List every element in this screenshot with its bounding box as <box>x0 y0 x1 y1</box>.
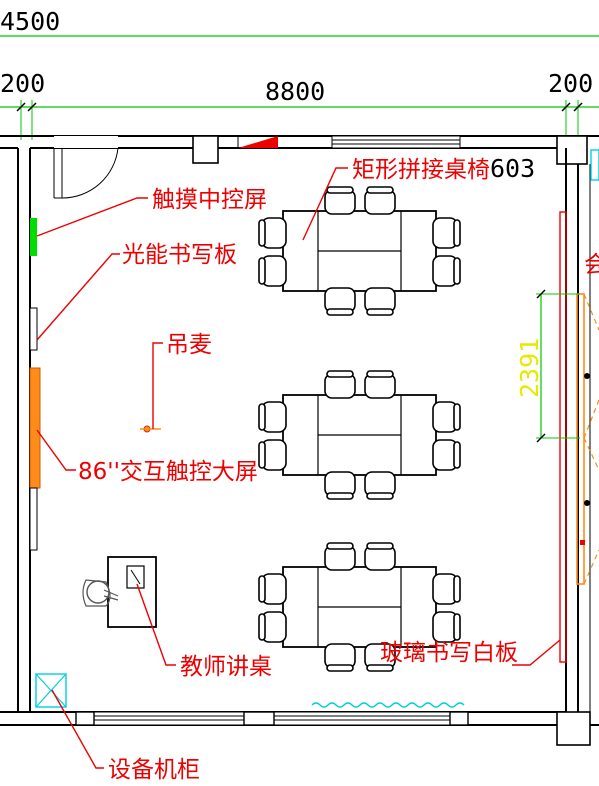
dim-top-total: 4500 <box>0 7 60 36</box>
cyan-mark <box>590 149 599 181</box>
leader-mic <box>152 342 163 429</box>
label-optical-board: 光能书写板 <box>122 242 237 268</box>
touch-panel-mark <box>30 218 37 256</box>
label-edge-char: 会 <box>584 252 599 278</box>
chair-back <box>453 613 461 641</box>
top-window <box>331 135 461 149</box>
leader-teacher-desk <box>136 583 176 666</box>
label-teacher-desk: 教师讲桌 <box>180 654 272 680</box>
chair-back <box>366 542 394 550</box>
chair-back <box>453 257 461 285</box>
label-desk-set: 矩形拼接桌椅 <box>352 157 490 183</box>
chair-back <box>258 257 266 285</box>
swing-dashed <box>583 293 599 585</box>
chair-back <box>258 441 266 469</box>
chair-back <box>366 492 394 500</box>
chair-back <box>258 219 266 247</box>
chair-back <box>326 370 354 378</box>
label-glass-board: 玻璃书写白板 <box>380 640 518 666</box>
bottom-window-right <box>273 711 451 726</box>
chair-back <box>258 575 266 603</box>
door-swing <box>61 147 119 199</box>
label-mic: 吊麦 <box>166 332 212 358</box>
dim-side-room: 603 <box>490 154 535 183</box>
bottom-window-left <box>93 711 245 726</box>
chair-back <box>258 613 266 641</box>
optical-board-mark <box>29 307 38 351</box>
leader-touch-panel <box>36 197 148 237</box>
label-interactive-screen: 86''交互触控大屏 <box>78 459 258 485</box>
interactive-screen-mark <box>29 367 41 489</box>
chair-back <box>453 219 461 247</box>
chair-back <box>258 403 266 431</box>
chair-back <box>326 542 354 550</box>
chair-back <box>326 664 354 672</box>
curtain-wave <box>311 702 465 708</box>
label-equipment-cabinet: 设备机柜 <box>108 757 200 783</box>
chair-back <box>453 403 461 431</box>
teacher-icon <box>86 580 110 604</box>
chair-back <box>453 575 461 603</box>
chair-back <box>326 308 354 316</box>
column-bottom-corner <box>556 711 591 746</box>
column-bottom-left <box>75 711 95 726</box>
glass-board <box>559 211 567 663</box>
dim-room-width: 8800 <box>265 77 325 106</box>
chair-back <box>366 186 394 194</box>
door-jamb <box>54 136 118 148</box>
chair-back <box>366 370 394 378</box>
dim-left-wall: 200 <box>0 69 45 98</box>
leader-cabinet <box>51 689 104 769</box>
column-top <box>192 135 219 164</box>
column-bottom-right <box>449 711 469 726</box>
chair-back <box>326 186 354 194</box>
dim-right-wall: 200 <box>548 69 593 98</box>
column-top-right <box>556 135 588 165</box>
equipment-cabinet <box>35 673 67 708</box>
leader-glass-board <box>512 639 561 666</box>
leader-optical-board <box>36 253 120 341</box>
leader-desk-set <box>302 167 348 241</box>
dim-board-height: 2391 <box>515 338 544 398</box>
chair-back <box>366 308 394 316</box>
red-wedge <box>238 136 278 148</box>
chair-back <box>366 664 394 672</box>
leader-interactive-screen <box>36 429 76 471</box>
chair-back <box>453 441 461 469</box>
label-touch-panel: 触摸中控屏 <box>152 187 267 213</box>
desk-groups <box>258 186 461 672</box>
chair-back <box>326 492 354 500</box>
column-bottom-mid <box>243 711 275 726</box>
